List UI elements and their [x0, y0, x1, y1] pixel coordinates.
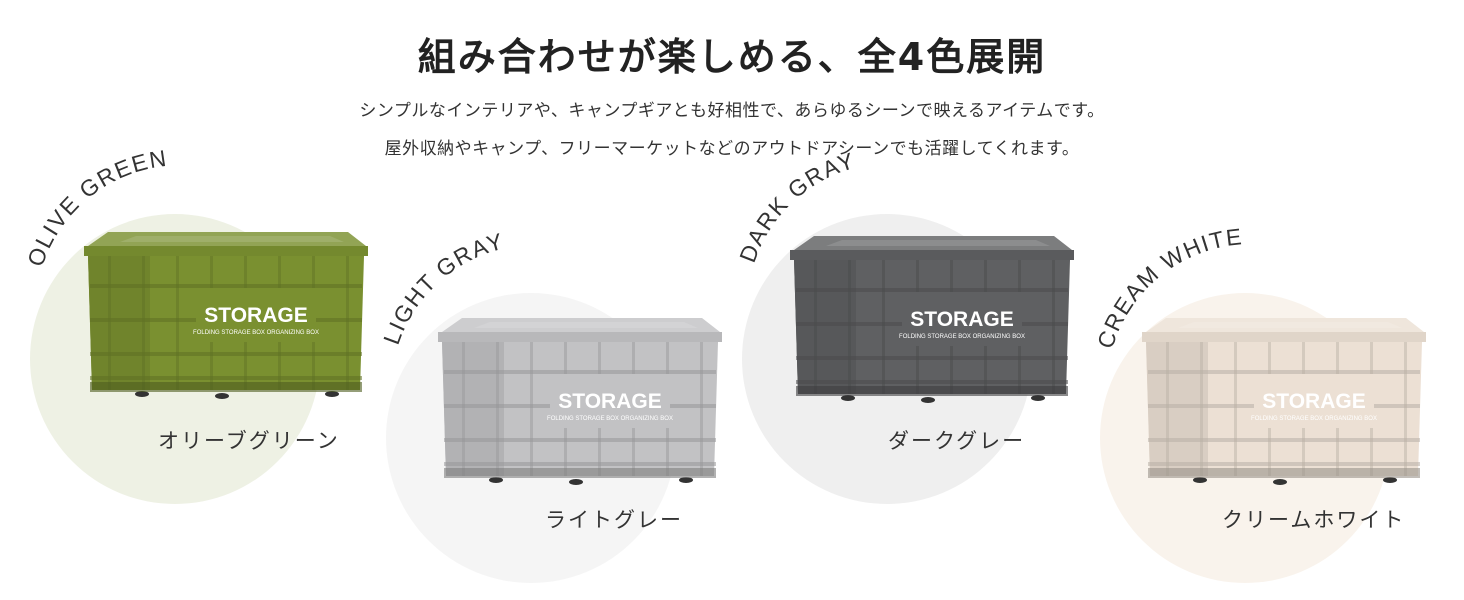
box-tagline-text: FOLDING STORAGE BOX ORGANIZING BOX [899, 334, 1025, 340]
box-rib [796, 380, 1068, 384]
box-rib [1148, 370, 1420, 374]
box-rib [882, 260, 885, 394]
box-lid-panel [120, 236, 344, 242]
box-rib [496, 342, 499, 476]
box-base [444, 468, 716, 478]
box-rib [1200, 342, 1203, 476]
box-brand-text: STORAGE [1262, 390, 1365, 413]
dark-gray-name-jp: ダークグレー [888, 429, 1026, 453]
box-rib [346, 256, 349, 390]
box-rib [444, 370, 716, 374]
box-tagline-text: FOLDING STORAGE BOX ORGANIZING BOX [547, 416, 673, 422]
box-rib [462, 342, 465, 476]
box-rib [796, 288, 1068, 292]
box-side [794, 260, 856, 394]
box-rib [814, 260, 817, 394]
box-rib [142, 256, 145, 390]
box-rib [530, 342, 533, 476]
box-foot [1383, 477, 1397, 483]
box-brand-text: STORAGE [204, 304, 307, 327]
box-rib [444, 462, 716, 466]
box-rib [90, 352, 362, 356]
box-rib [90, 376, 362, 380]
box-foot [215, 393, 229, 399]
box-brand-text: STORAGE [910, 308, 1013, 331]
box-foot [1031, 395, 1045, 401]
box-rib [848, 260, 851, 394]
box-foot [1193, 477, 1207, 483]
box-base [90, 382, 362, 392]
olive-green-storage-box: STORAGE FOLDING STORAGE BOX ORGANIZING BO… [84, 232, 368, 399]
box-rib [796, 356, 1068, 360]
box-rib [1404, 342, 1407, 476]
box-lid-edge [1142, 332, 1426, 342]
box-rib [444, 438, 716, 442]
box-lid-panel [1178, 322, 1402, 328]
page-title: 組み合わせが楽しめる、全4色展開 [417, 35, 1047, 79]
box-foot [679, 477, 693, 483]
subtitle-line-1: シンプルなインテリアや、キャンプギアとも好相性で、あらゆるシーンで映えるアイテム… [359, 101, 1105, 121]
box-base [1148, 468, 1420, 478]
box-rib [1052, 260, 1055, 394]
box-lid-edge [438, 332, 722, 342]
box-foot [841, 395, 855, 401]
box-side [1146, 342, 1208, 476]
box-foot [569, 479, 583, 485]
box-label-panel [196, 288, 316, 342]
light-gray-name-jp: ライトグレー [545, 508, 683, 532]
box-foot [921, 397, 935, 403]
light-gray-storage-box: STORAGE FOLDING STORAGE BOX ORGANIZING BO… [438, 318, 722, 485]
box-rib [176, 256, 179, 390]
box-rib [108, 256, 111, 390]
box-foot [489, 477, 503, 483]
box-label-panel [902, 292, 1022, 346]
box-foot [1273, 479, 1287, 485]
box-side [442, 342, 504, 476]
box-base [796, 386, 1068, 396]
olive-green-name-jp: オリーブグリーン [158, 429, 340, 453]
box-rib [1234, 342, 1237, 476]
box-foot [325, 391, 339, 397]
box-brand-text: STORAGE [558, 390, 661, 413]
box-rib [90, 284, 362, 288]
box-tagline-text: FOLDING STORAGE BOX ORGANIZING BOX [193, 330, 319, 336]
box-lid-panel [826, 240, 1050, 246]
box-rib [1148, 438, 1420, 442]
cream-white-storage-box: STORAGE FOLDING STORAGE BOX ORGANIZING BO… [1142, 318, 1426, 485]
box-rib [700, 342, 703, 476]
box-lid-edge [84, 246, 368, 256]
box-rib [1166, 342, 1169, 476]
box-tagline-text: FOLDING STORAGE BOX ORGANIZING BOX [1251, 416, 1377, 422]
cream-white-name-jp: クリームホワイト [1222, 508, 1406, 532]
subtitle-line-2: 屋外収納やキャンプ、フリーマーケットなどのアウトドアシーンでも活躍してくれます。 [384, 139, 1080, 159]
dark-gray-storage-box: STORAGE FOLDING STORAGE BOX ORGANIZING BO… [790, 236, 1074, 403]
box-foot [135, 391, 149, 397]
box-lid-edge [790, 250, 1074, 260]
box-lid-panel [474, 322, 698, 328]
box-label-panel [550, 374, 670, 428]
box-rib [1148, 462, 1420, 466]
box-side [88, 256, 150, 390]
box-label-panel [1254, 374, 1374, 428]
